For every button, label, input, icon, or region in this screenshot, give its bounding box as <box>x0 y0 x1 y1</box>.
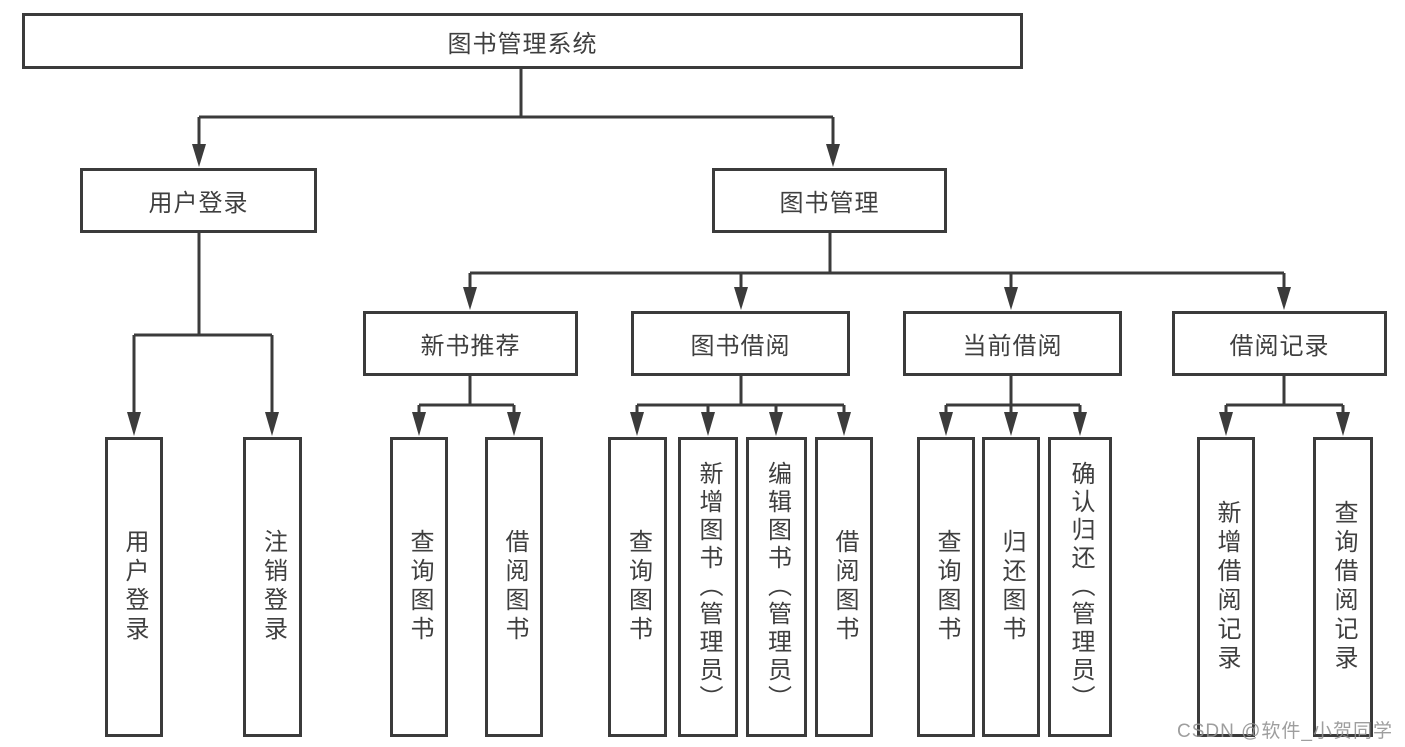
arrowhead-icon <box>265 412 279 436</box>
leaf-query-books-recommend: 查询图书 <box>390 437 448 737</box>
node-new-book-recommend: 新书推荐 <box>363 311 578 376</box>
node-label: 编辑图书（管理员） <box>763 461 791 713</box>
node-label: 新增借阅记录 <box>1213 500 1240 674</box>
arrowhead-icon <box>1073 412 1087 436</box>
arrowhead-icon <box>1004 412 1018 436</box>
node-label: 借阅记录 <box>1229 333 1330 360</box>
arrowhead-icon <box>192 144 206 167</box>
arrowhead-icon <box>1336 412 1350 436</box>
node-label: 当前借阅 <box>962 333 1063 360</box>
leaf-query-borrow-record: 查询借阅记录 <box>1313 437 1373 737</box>
arrowhead-icon <box>769 412 783 436</box>
node-label: 图书管理 <box>779 190 880 217</box>
node-label: 借阅图书 <box>831 529 858 645</box>
leaf-query-books-current: 查询图书 <box>917 437 975 737</box>
node-label: 用户登录 <box>121 529 148 645</box>
connector-user-login-to-leaves <box>132 233 274 414</box>
node-book-borrow: 图书借阅 <box>631 311 850 376</box>
node-label: 确认归还（管理员） <box>1067 461 1094 713</box>
arrowhead-icon <box>734 287 748 310</box>
connector-book-borrow-to-leaves <box>635 376 846 416</box>
node-label: 图书管理系统 <box>447 30 598 58</box>
node-label: 图书借阅 <box>690 333 791 360</box>
node-label: 查询图书 <box>624 529 652 645</box>
node-label: 新书推荐 <box>420 333 521 360</box>
node-label: 用户登录 <box>148 190 249 217</box>
leaf-confirm-return-admin: 确认归还（管理员） <box>1048 437 1112 737</box>
leaf-logout: 注销登录 <box>243 437 302 737</box>
node-book-management: 图书管理 <box>712 168 947 233</box>
arrowhead-icon <box>701 412 715 436</box>
arrowhead-icon <box>412 412 426 436</box>
arrowhead-icon <box>507 412 521 436</box>
arrowhead-icon <box>1004 287 1018 310</box>
leaf-add-books-admin: 新增图书（管理员） <box>678 437 738 737</box>
arrowhead-icon <box>826 144 840 167</box>
leaf-return-books: 归还图书 <box>982 437 1040 737</box>
node-label: 借阅图书 <box>501 529 528 645</box>
node-borrow-records: 借阅记录 <box>1172 311 1387 376</box>
arrowhead-icon <box>837 412 851 436</box>
node-label: 归还图书 <box>998 529 1025 645</box>
node-label: 查询图书 <box>406 529 433 645</box>
connector-borrow-records-to-leaves <box>1224 376 1345 416</box>
node-label: 新增图书（管理员） <box>695 461 722 713</box>
leaf-borrow-books: 借阅图书 <box>815 437 873 737</box>
leaf-user-login: 用户登录 <box>105 437 163 737</box>
node-label: 查询图书 <box>933 529 960 645</box>
node-library-management-system: 图书管理系统 <box>22 13 1023 69</box>
connector-root-to-level2 <box>197 69 835 146</box>
arrowhead-icon <box>1219 412 1233 436</box>
arrowhead-icon <box>127 412 141 436</box>
node-user-login: 用户登录 <box>80 168 317 233</box>
node-label: 查询借阅记录 <box>1330 500 1357 674</box>
leaf-edit-books-admin: 编辑图书（管理员） <box>746 437 807 737</box>
csdn-watermark: CSDN @软件_小贺同学 <box>1177 721 1393 742</box>
leaf-query-books-borrow: 查询图书 <box>608 437 667 737</box>
arrowhead-icon <box>463 287 477 310</box>
connector-current-borrow-to-leaves <box>944 376 1082 416</box>
leaf-add-borrow-record: 新增借阅记录 <box>1197 437 1255 737</box>
connector-new-book-to-leaves <box>417 376 516 416</box>
arrowhead-icon <box>630 412 644 436</box>
leaf-borrow-books-recommend: 借阅图书 <box>485 437 543 737</box>
node-label: 注销登录 <box>259 529 287 645</box>
node-current-borrow: 当前借阅 <box>903 311 1122 376</box>
arrowhead-icon <box>1277 287 1291 310</box>
connector-book-management-to-level3 <box>468 233 1286 290</box>
arrowhead-icon <box>939 412 953 436</box>
